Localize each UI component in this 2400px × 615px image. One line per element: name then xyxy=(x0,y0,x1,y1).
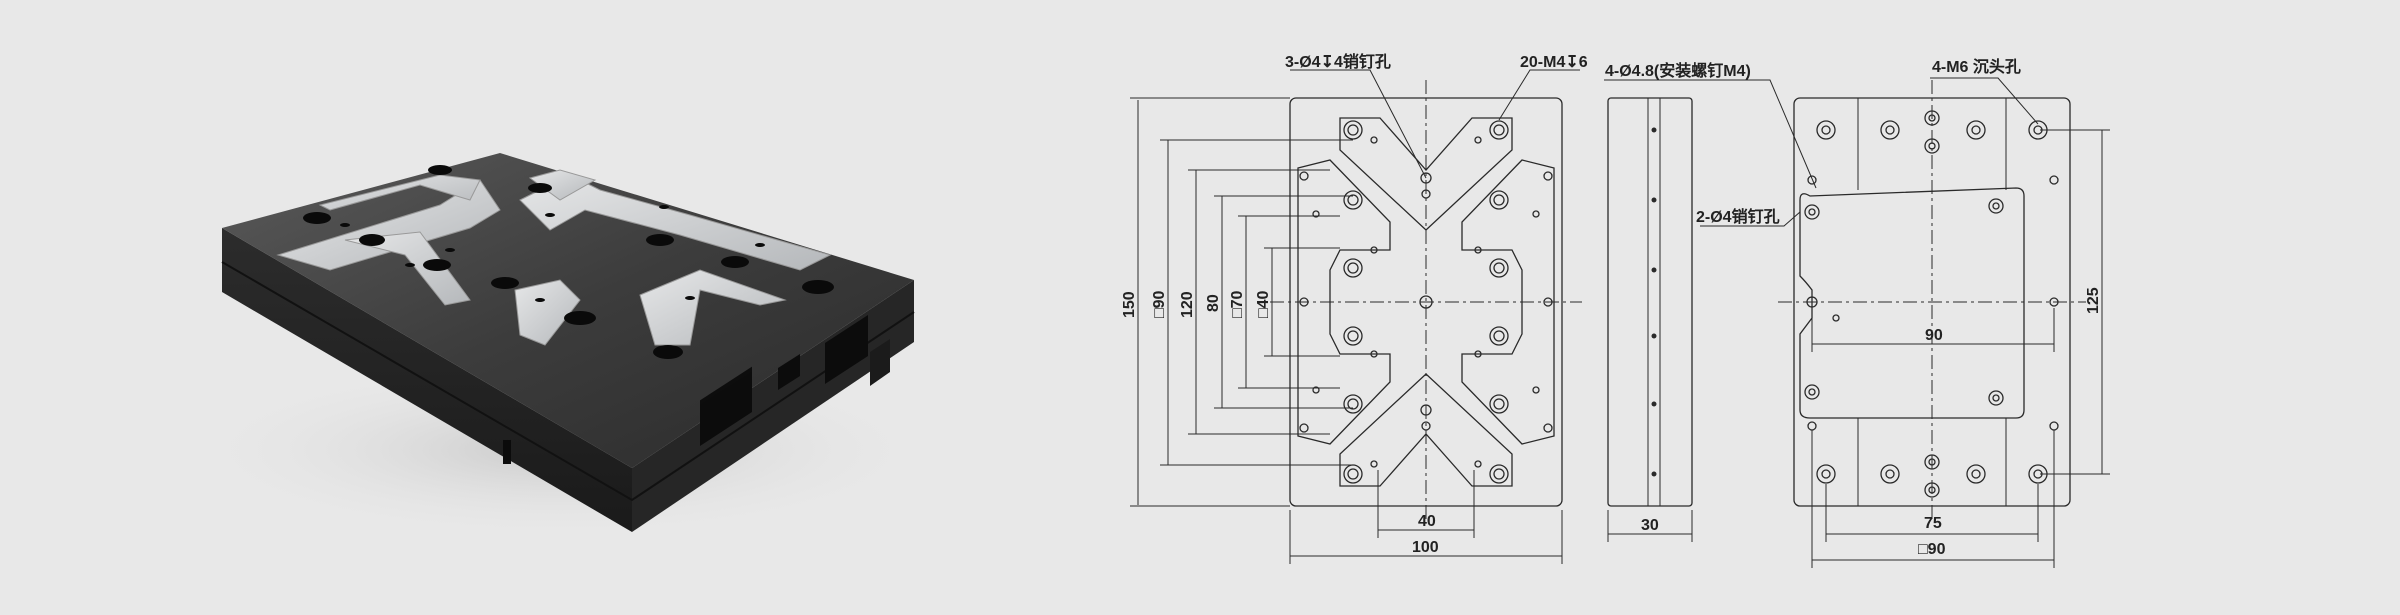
dim-sq40: □40 xyxy=(1255,290,1272,318)
dim-100: 100 xyxy=(1412,539,1439,556)
label-bottom-pin-holes: 2-Ø4销钉孔 xyxy=(1696,207,1780,226)
render-holes xyxy=(303,165,834,359)
front-plate-top xyxy=(1339,117,1513,231)
render-plate-right xyxy=(514,169,832,346)
label-threaded-holes: 20-M4↧6 xyxy=(1520,54,1588,71)
dim-75: 75 xyxy=(1924,515,1942,532)
side-outline xyxy=(1607,97,1693,507)
dim-bottom-90: 90 xyxy=(1925,327,1943,344)
side-dim-texts: 4-Ø4.8(安装螺钉M4) 30 xyxy=(1605,61,1751,534)
side-holes xyxy=(1651,127,1657,477)
bottom-view xyxy=(1700,77,2110,568)
dim-sq90: □90 xyxy=(1151,290,1168,318)
label-counterbore: 4-M6 沉头孔 xyxy=(1932,57,2021,76)
side-view xyxy=(1604,79,1817,542)
dim-150: 150 xyxy=(1121,291,1138,318)
front-dim-lines xyxy=(1130,69,1580,564)
front-dim-texts: 3-Ø4↧4销钉孔 20-M4↧6 150 □90 120 80 □70 □40… xyxy=(1121,52,1588,556)
bottom-holes xyxy=(1804,110,2059,498)
label-mount-holes: 4-Ø4.8(安装螺钉M4) xyxy=(1605,61,1751,80)
product-render xyxy=(180,153,940,540)
dim-bottom-sq90: □90 xyxy=(1918,541,1946,558)
bottom-inner-plate xyxy=(1799,187,2025,419)
bottom-dim-lines xyxy=(1700,77,2110,568)
dim-30: 30 xyxy=(1641,517,1659,534)
dim-sq70: □70 xyxy=(1229,290,1246,318)
front-plate-right xyxy=(1461,159,1555,445)
dim-80: 80 xyxy=(1205,294,1222,312)
front-view xyxy=(1130,69,1582,564)
bottom-dim-texts: 4-M6 沉头孔 2-Ø4销钉孔 90 125 75 □90 xyxy=(1696,57,2102,558)
front-holes xyxy=(1299,120,1553,484)
dim-40: 40 xyxy=(1418,513,1436,530)
dim-120: 120 xyxy=(1179,291,1196,318)
front-plate-bottom xyxy=(1339,373,1513,487)
label-pin-holes: 3-Ø4↧4销钉孔 xyxy=(1285,52,1391,71)
front-plate-left xyxy=(1297,159,1391,445)
render-plate-left xyxy=(276,174,501,306)
dim-125: 125 xyxy=(2085,287,2102,314)
